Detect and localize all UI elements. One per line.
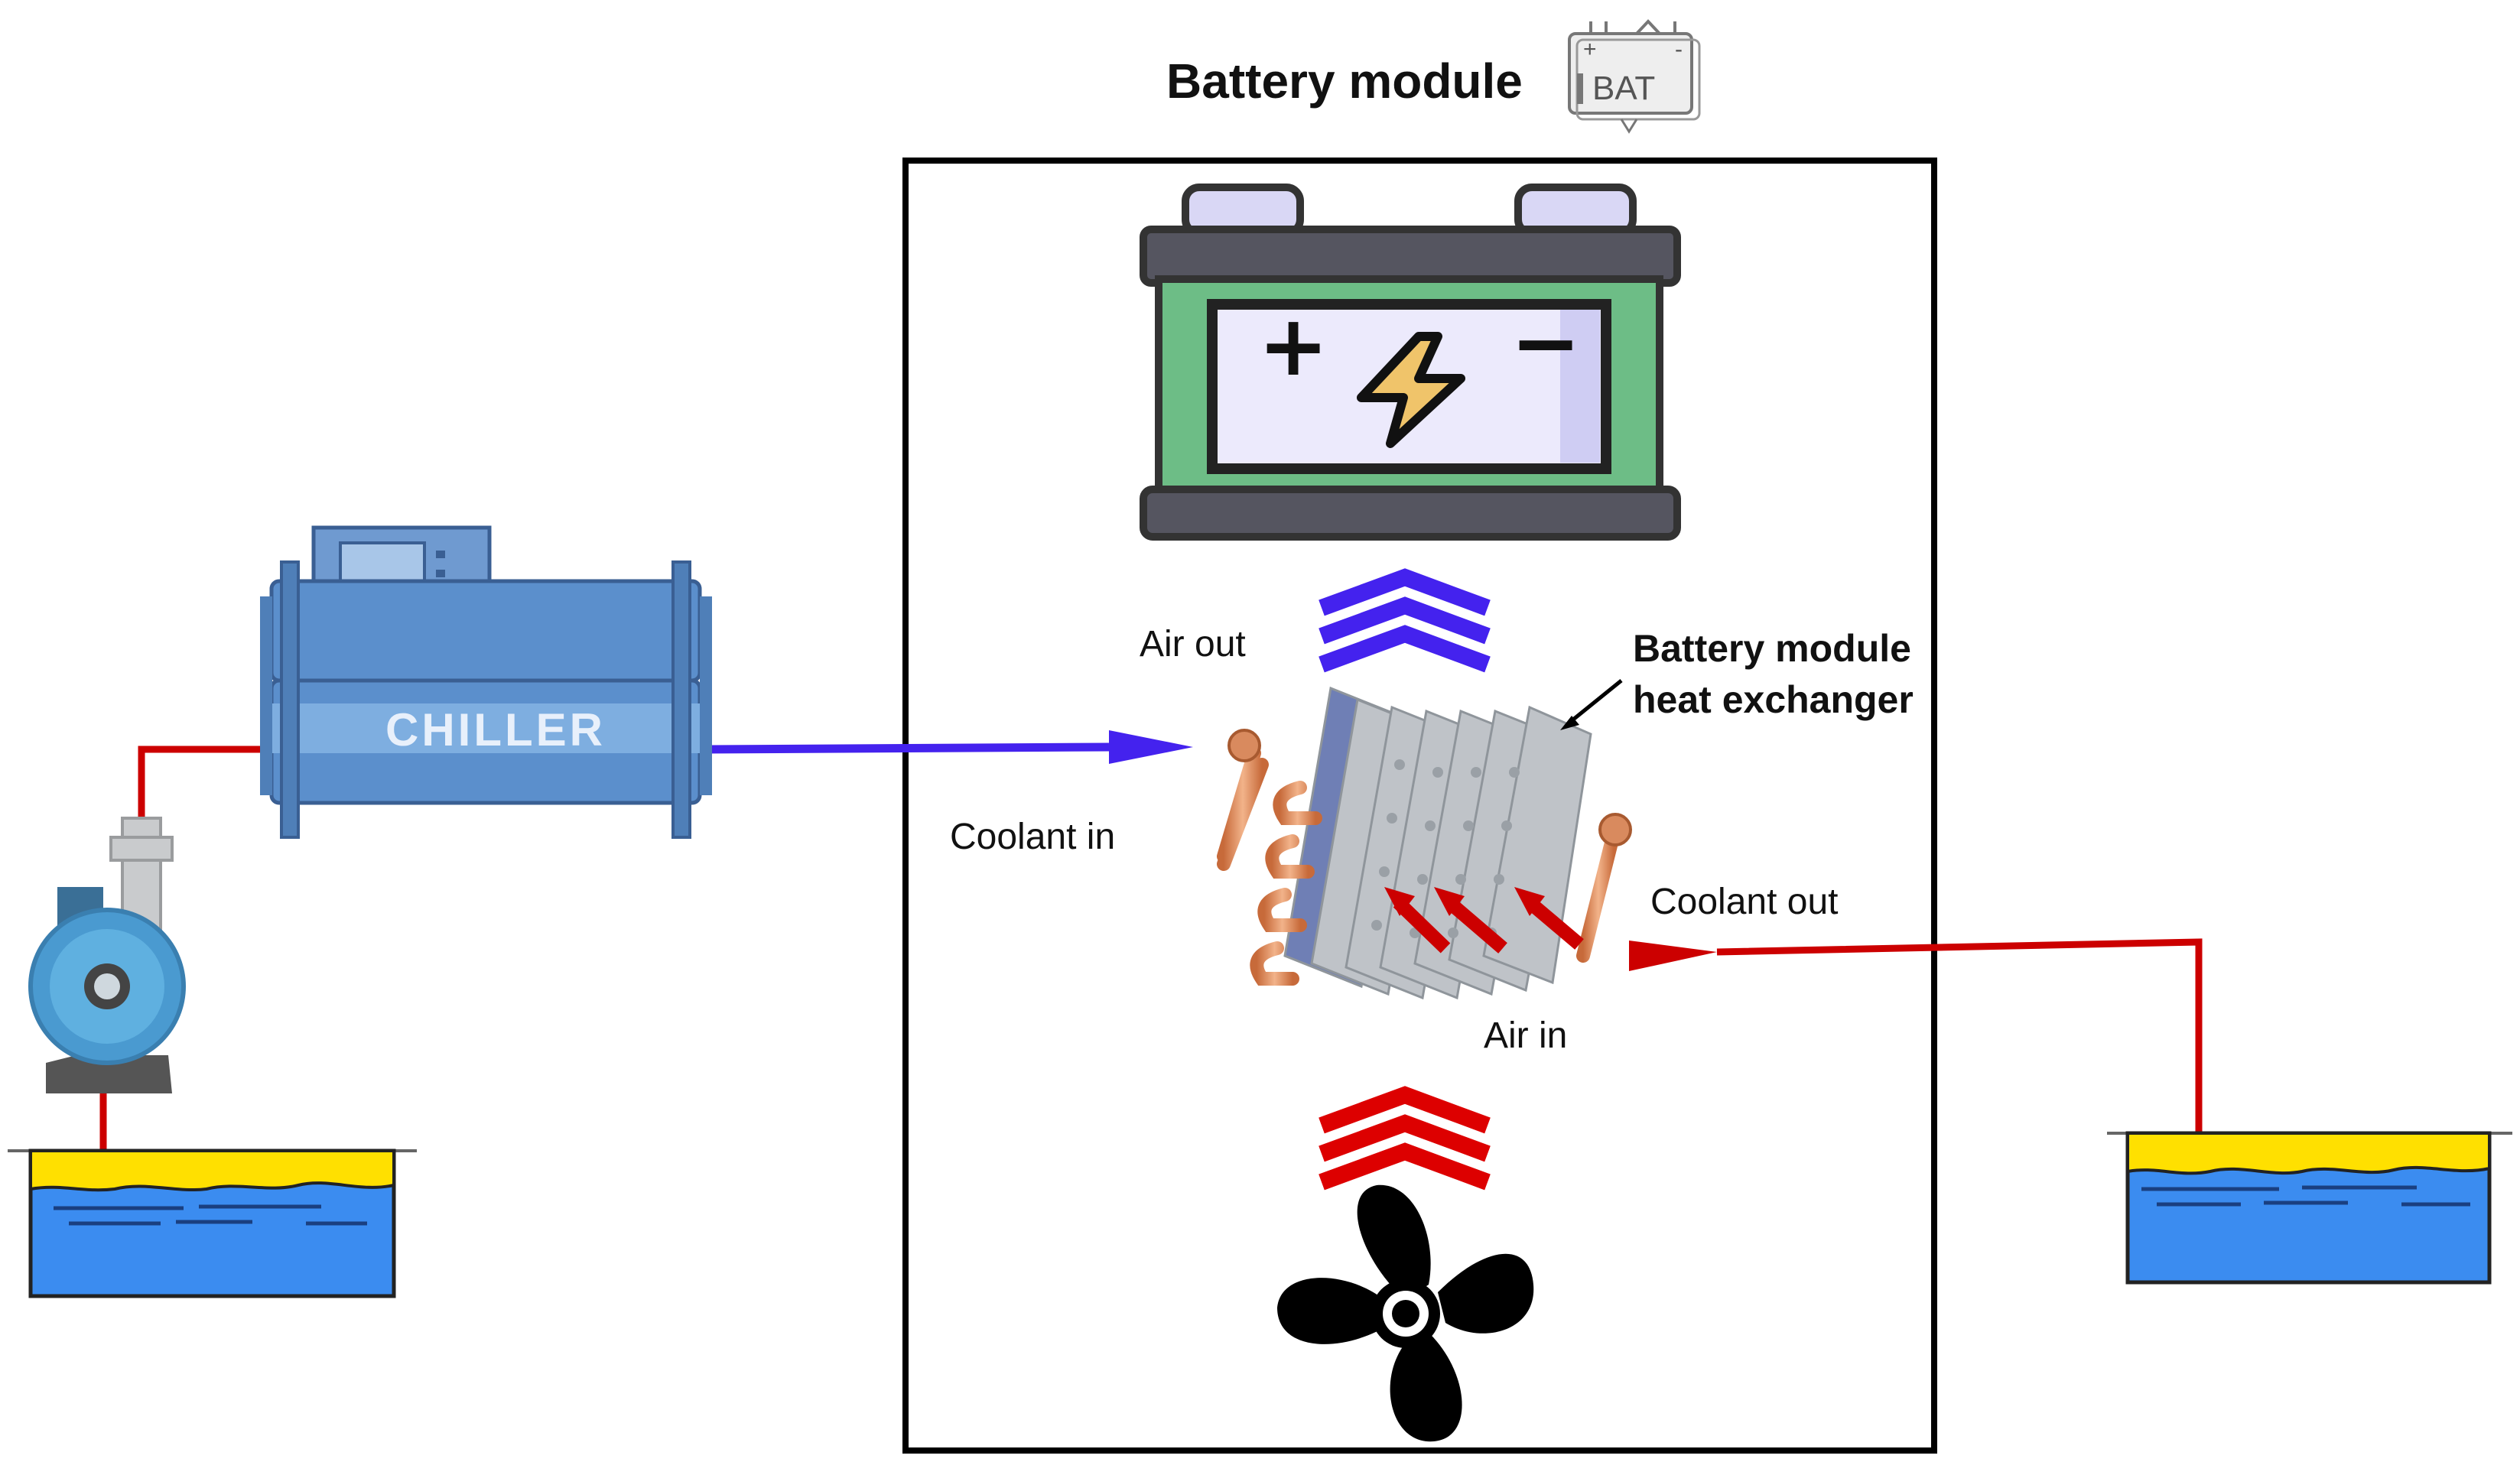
svg-text:+: + bbox=[1583, 37, 1597, 62]
diagram-title: Battery module bbox=[1166, 54, 1523, 109]
svg-text:-: - bbox=[1675, 37, 1683, 62]
air-out-label: Air out bbox=[1140, 624, 1246, 664]
air-out-arrows bbox=[1319, 568, 1491, 673]
lightning-bolt-icon bbox=[1357, 332, 1465, 448]
bat-icon-text: BAT bbox=[1592, 70, 1655, 107]
heat-exchanger-label-line1: Battery module bbox=[1633, 627, 1911, 670]
air-in-arrows bbox=[1319, 1086, 1491, 1191]
bat-icon: + - BAT bbox=[1568, 19, 1701, 134]
coolant-out-arrow bbox=[1629, 941, 1717, 971]
air-in-flow-arrows bbox=[1384, 887, 1584, 954]
battery-module-frame bbox=[902, 158, 1937, 1454]
battery-minus-symbol: − bbox=[1510, 294, 1581, 391]
battery-plus-symbol: + bbox=[1258, 297, 1328, 395]
air-in-label: Air in bbox=[1484, 1015, 1567, 1056]
left-coolant-tank bbox=[8, 1148, 417, 1298]
pump-icon bbox=[28, 817, 186, 1093]
chiller-icon: CHILLER bbox=[260, 525, 712, 839]
heat-exchanger-label-line2: heat exchanger bbox=[1633, 678, 1914, 721]
pump-to-chiller-line bbox=[138, 746, 260, 818]
coolant-out-label: Coolant out bbox=[1650, 882, 1839, 922]
battery-icon: + − bbox=[1140, 184, 1681, 541]
coolant-in-label: Coolant in bbox=[950, 817, 1115, 857]
right-coolant-tank bbox=[2107, 1131, 2512, 1285]
heat-exchanger-icon bbox=[1217, 686, 1632, 1000]
coolant-supply-line bbox=[707, 742, 1110, 754]
coolant-return-line bbox=[1716, 938, 2203, 1132]
chiller-label: CHILLER bbox=[385, 704, 606, 755]
label-pointer-line bbox=[1568, 679, 1623, 724]
label-pointer-head bbox=[1560, 716, 1579, 730]
fan-icon bbox=[1277, 1184, 1534, 1442]
